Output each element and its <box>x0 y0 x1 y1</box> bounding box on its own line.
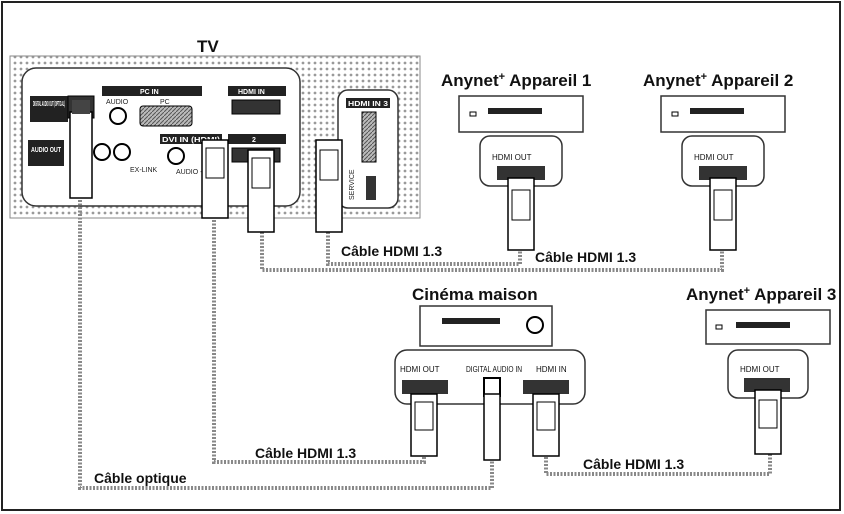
cable-label-3: Câble HDMI 1.3 <box>255 445 356 461</box>
device2-label: Anynet+ Appareil 2 <box>643 71 793 90</box>
ex-link-jack <box>113 143 131 161</box>
home-cinema-label: Cinéma maison <box>412 285 538 304</box>
service-port <box>366 176 376 200</box>
pc-audio-jack <box>109 107 127 125</box>
home-cinema-hdmi-in-label: HDMI IN <box>536 365 567 374</box>
hdmi-in-3-label-box <box>346 98 390 108</box>
tv-plugs <box>69 100 343 233</box>
tv-title: TV <box>197 37 219 56</box>
device3-port-label: HDMI OUT <box>740 365 780 374</box>
cable-line-3 <box>212 220 426 464</box>
cable-line-4 <box>544 450 772 476</box>
cable-line-optical <box>78 200 494 490</box>
cable-label-4: Câble HDMI 1.3 <box>583 456 684 472</box>
home-cinema-digital-in-label: DIGITAL AUDIO IN <box>466 365 522 374</box>
cable-label-optical: Câble optique <box>94 470 187 486</box>
device3-label: Anynet+ Appareil 3 <box>686 285 836 304</box>
pc-in-label-box <box>102 86 202 96</box>
hdmi-in-3-label: HDMI IN 3 <box>348 101 388 108</box>
home-cinema-device: HDMI OUT DIGITAL AUDIO IN HDMI IN <box>394 305 586 461</box>
hdmi-in-label: HDMI IN <box>238 89 265 96</box>
audio-out-label-box <box>28 140 64 166</box>
hdmi-in-3-port <box>361 111 377 163</box>
pc-label: PC <box>160 99 170 106</box>
device2-port-label: HDMI OUT <box>694 153 734 162</box>
anynet-device-3: HDMI OUT <box>705 309 831 455</box>
audio-r-label: AUDIO - R <box>176 169 209 176</box>
digital-audio-out-label: DIGITAL AUDIO OUT (OPTICAL) <box>33 101 65 108</box>
pc-vga-port <box>139 105 193 127</box>
dvi-in-label-box <box>160 134 222 144</box>
anynet-device-1: HDMI OUT <box>458 95 584 251</box>
audio-out-label: AUDIO OUT <box>31 147 62 154</box>
audio-out-jack <box>93 143 111 161</box>
dvi-audio-jack <box>167 147 185 165</box>
hdmi-in-1-port <box>231 99 281 115</box>
dvi-in-label: DVI IN (HDMI) <box>162 137 220 144</box>
cable-lines <box>78 200 772 490</box>
hdmi-in-label-box <box>228 86 286 96</box>
device1-label: Anynet+ Appareil 1 <box>441 71 591 90</box>
hdmi-2-label-box <box>228 134 286 144</box>
digital-audio-out-label-box <box>30 96 68 122</box>
cable-line-1 <box>326 232 522 266</box>
anynet-device-2: HDMI OUT <box>660 95 786 251</box>
pc-in-label: PC IN <box>140 89 159 96</box>
service-label: SERVICE <box>349 169 356 200</box>
device1-port-label: HDMI OUT <box>492 153 532 162</box>
cable-label-2: Câble HDMI 1.3 <box>535 249 636 265</box>
cable-line-2 <box>260 232 724 272</box>
home-cinema-hdmi-out-label: HDMI OUT <box>400 365 440 374</box>
cable-label-1: Câble HDMI 1.3 <box>341 243 442 259</box>
ex-link-label: EX-LINK <box>130 167 158 174</box>
audio-label: AUDIO <box>106 99 129 106</box>
hdmi-2-label: 2 <box>252 137 256 144</box>
